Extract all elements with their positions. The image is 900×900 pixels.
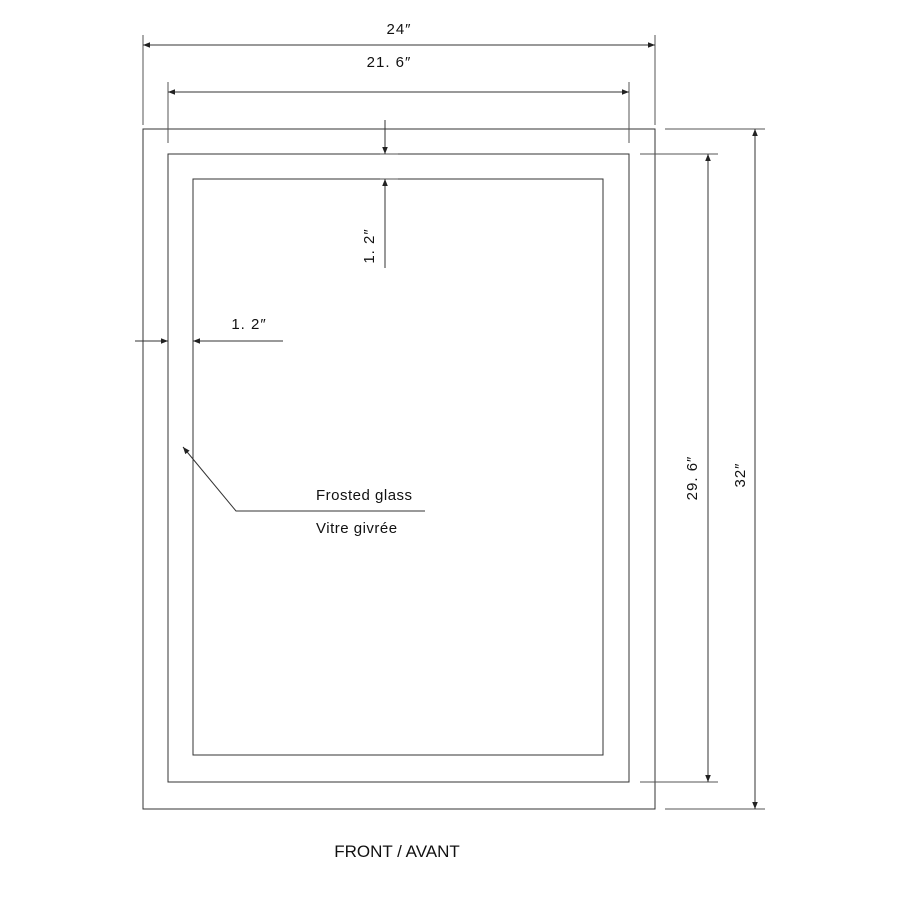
dimension-outer-height bbox=[665, 128, 765, 810]
inner-frame bbox=[167, 153, 630, 783]
inner-width-label: 21. 6″ bbox=[367, 54, 412, 71]
frosted-glass-leader bbox=[182, 446, 425, 512]
outer-height-label: 32″ bbox=[732, 463, 749, 488]
glass-panel bbox=[192, 178, 604, 756]
dimension-top-border bbox=[380, 120, 398, 268]
view-caption: FRONT / AVANT bbox=[334, 842, 460, 861]
outer-frame bbox=[142, 128, 656, 810]
top-border-label: 1. 2″ bbox=[361, 228, 378, 263]
frosted-glass-label-fr: Vitre givrée bbox=[316, 520, 398, 537]
inner-height-label: 29. 6″ bbox=[684, 456, 701, 501]
frosted-glass-label-en: Frosted glass bbox=[316, 487, 413, 504]
dimension-inner-width bbox=[167, 82, 630, 143]
side-border-label: 1. 2″ bbox=[231, 316, 266, 333]
dimension-outer-width bbox=[142, 35, 656, 125]
dimension-inner-height bbox=[640, 153, 718, 783]
outer-width-label: 24″ bbox=[387, 21, 412, 38]
